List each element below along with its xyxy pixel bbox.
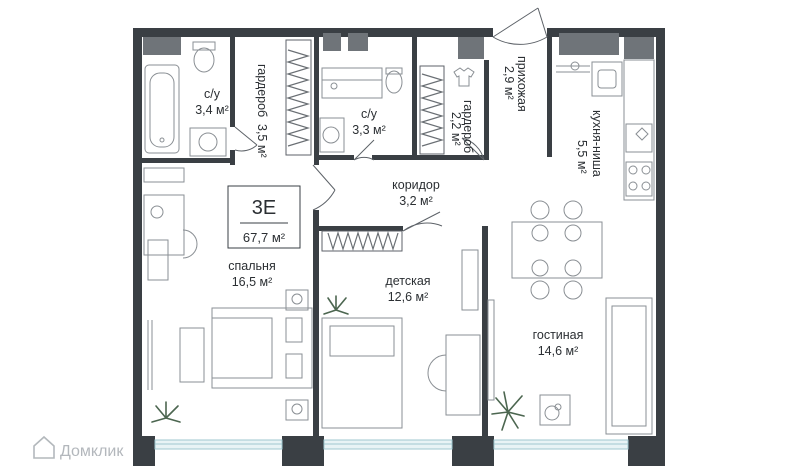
room-name-bedroom: спальня xyxy=(228,259,275,273)
room-area-ward1: 3,5 м² xyxy=(255,124,269,158)
bedroom-furniture xyxy=(143,167,313,423)
room-area-bath1: 3,4 м² xyxy=(195,103,229,117)
room-area-bedroom: 16,5 м² xyxy=(232,275,273,289)
kids-furniture xyxy=(321,249,481,429)
room-name-corridor: коридор xyxy=(392,178,440,192)
apartment-type: 3E xyxy=(252,197,276,219)
dining-set xyxy=(511,200,603,300)
room-area-ward2: 2,2 м² xyxy=(449,112,463,146)
room-name-living: гостиная xyxy=(533,328,584,342)
bottom-glazing xyxy=(154,439,629,450)
watermark-logo-icon xyxy=(33,435,55,459)
room-name-ward2: гардероб xyxy=(461,100,475,153)
room-name-bath1: с/у xyxy=(204,87,221,101)
bath1-fixtures xyxy=(144,41,227,157)
apartment-badge: 3E 67,7 м² xyxy=(227,185,301,249)
room-name-ward1: гардероб xyxy=(255,64,269,117)
wardrobe1-hangers xyxy=(285,39,312,156)
room-area-hall: 2,9 м² xyxy=(502,66,516,100)
room-area-living: 14,6 м² xyxy=(538,344,579,358)
room-area-kids: 12,6 м² xyxy=(388,290,429,304)
top-windows xyxy=(143,33,654,59)
wardrobe2-hangers xyxy=(419,65,475,155)
kitchen-fixtures xyxy=(556,59,655,201)
room-labels: с/у 3,4 м² гардероб 3,5 м² с/у 3,3 м² га… xyxy=(195,56,604,358)
room-area-kitchen: 5,5 м² xyxy=(575,140,589,174)
room-name-bath2: с/у xyxy=(361,107,378,121)
living-furniture xyxy=(487,297,653,435)
room-area-corridor: 3,2 м² xyxy=(399,194,433,208)
apartment-area: 67,7 м² xyxy=(243,230,286,245)
bath2-fixtures xyxy=(319,67,403,153)
exterior-walls xyxy=(133,28,665,466)
room-name-kitchen: кухня-ниша xyxy=(590,110,604,177)
kids-wardrobe-hatch xyxy=(321,230,403,252)
room-name-kids: детская xyxy=(385,274,430,288)
room-name-hall: прихожая xyxy=(515,56,529,112)
room-area-bath2: 3,3 м² xyxy=(352,123,386,137)
watermark: Домклик xyxy=(33,435,124,460)
doors xyxy=(234,7,548,232)
interior-walls xyxy=(142,37,552,436)
watermark-text: Домклик xyxy=(60,443,124,460)
